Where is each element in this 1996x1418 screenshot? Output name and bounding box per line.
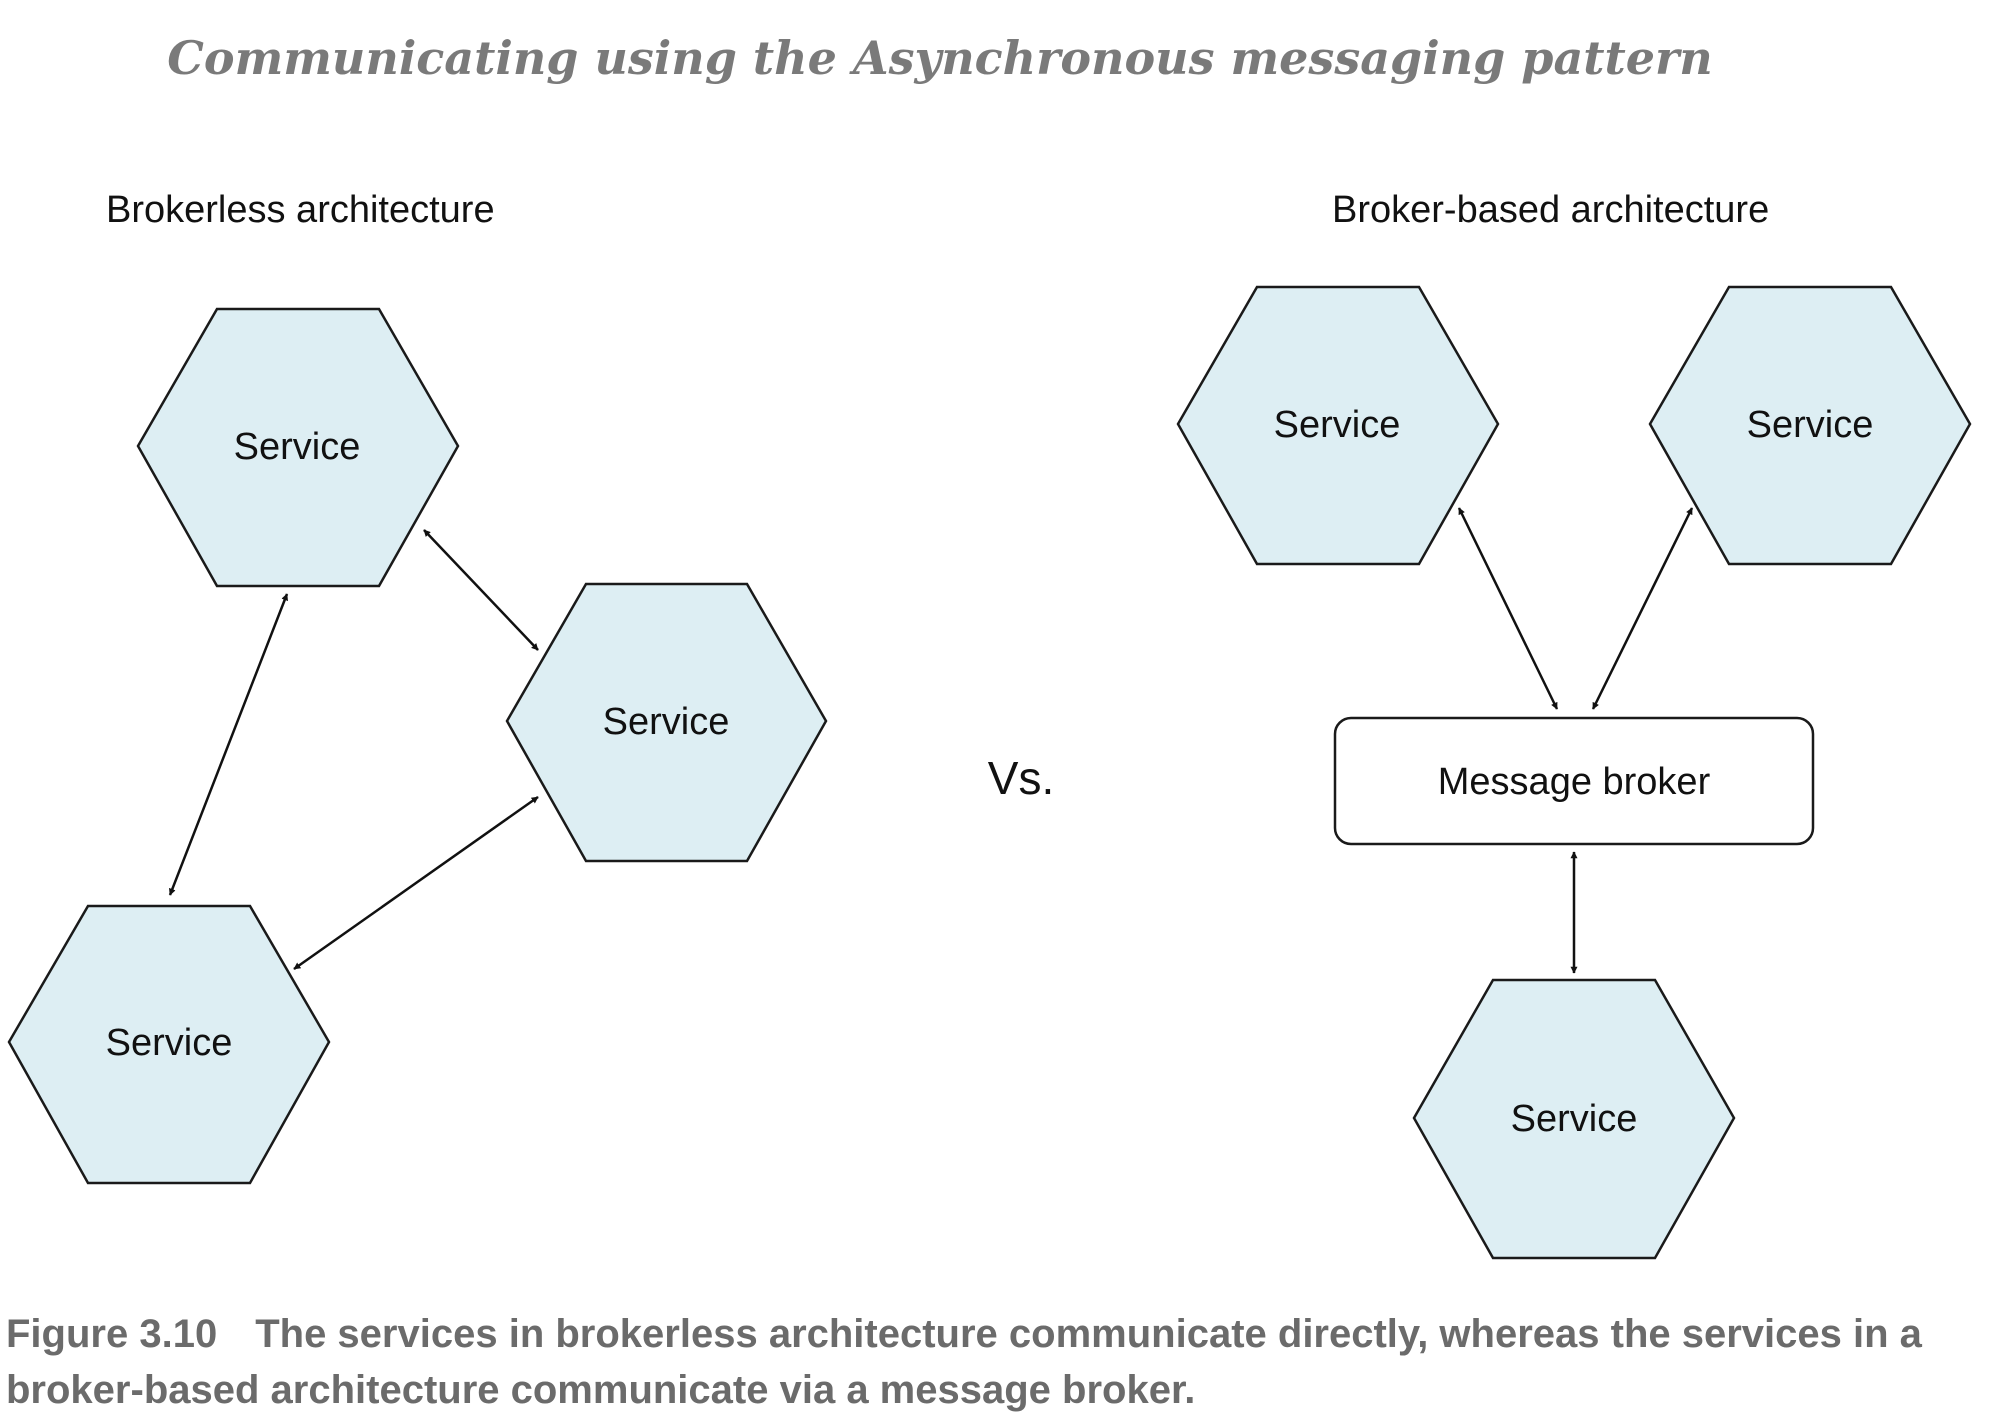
bidirectional-arrow-top-bottom [168, 593, 289, 896]
broker-based-service-right: Service [1648, 285, 1972, 566]
versus-label: Vs. [988, 752, 1054, 804]
bidirectional-arrow-left-service-broker [1457, 507, 1559, 710]
architecture-diagram: Communicating using the Asynchronous mes… [7, 31, 1972, 1260]
brokerless-service-top: Service [136, 307, 460, 588]
broker-based-section-title: Broker-based architecture [1332, 189, 1769, 231]
broker-based-service-bottom: Service [1412, 978, 1736, 1260]
bidirectional-arrow-top-right [423, 529, 539, 651]
service-label: Service [1511, 1098, 1638, 1140]
brokerless-section-title: Brokerless architecture [106, 189, 495, 231]
figure-caption-text: The services in brokerless architecture … [6, 1312, 1922, 1412]
brokerless-service-bottom: Service [7, 904, 331, 1185]
service-label: Service [1747, 404, 1874, 446]
service-label: Service [1274, 404, 1401, 446]
message-broker-label: Message broker [1438, 761, 1711, 803]
page-header-title: Communicating using the Asynchronous mes… [167, 31, 1712, 85]
broker-based-service-left: Service [1176, 285, 1500, 566]
bidirectional-arrow-right-service-broker [1591, 507, 1694, 710]
message-broker-box: Message broker [1333, 716, 1815, 846]
bidirectional-arrow-right-bottom [293, 795, 539, 971]
brokerless-service-right: Service [505, 582, 828, 863]
service-label: Service [234, 426, 361, 468]
figure-number: Figure 3.10 [6, 1312, 218, 1356]
service-label: Service [603, 701, 730, 743]
service-label: Service [106, 1022, 233, 1064]
